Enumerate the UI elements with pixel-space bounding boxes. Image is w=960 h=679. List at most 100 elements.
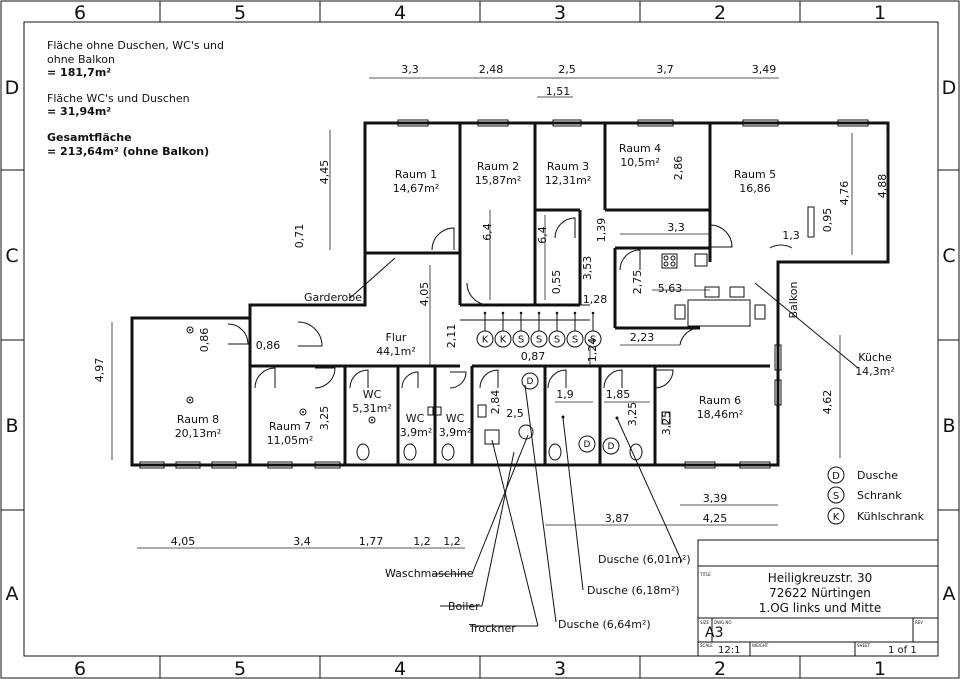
- weight-tag: WEIGHT: [752, 643, 769, 648]
- zone-col-top-3: 3: [554, 2, 566, 24]
- dim-1-3: 1,3: [782, 229, 800, 242]
- sheet-tag: SHEET: [857, 643, 871, 648]
- raum-1-name: Raum 1: [395, 168, 437, 181]
- sheet-value: 1 of 1: [888, 645, 917, 656]
- zone-row-right-a: A: [943, 583, 956, 605]
- legend-schrank-letter: S: [833, 491, 839, 502]
- callout-trockner: Trockner: [468, 622, 516, 635]
- callout-dusche-1: Dusche (6,01m²): [598, 553, 691, 566]
- dim-1-28: 1,28: [583, 293, 608, 306]
- dim-bottom-b-2: 4,25: [703, 512, 728, 525]
- raum-7-area: 11,05m²: [267, 434, 314, 447]
- dim-0-95: 0,95: [821, 208, 834, 233]
- legend-dusche-symbol: [827, 466, 845, 484]
- dim-0-86-a: 0,86: [198, 328, 211, 353]
- title-tag: TITLE: [699, 572, 711, 577]
- zone-col-bottom-1: 1: [874, 658, 886, 679]
- zone-col-top-2: 2: [714, 2, 726, 24]
- leader-lines: [349, 257, 859, 627]
- dim-1-39: 1,39: [595, 218, 608, 243]
- raum-7-name: Raum 7: [269, 420, 311, 433]
- shower-symbol-1: [521, 372, 539, 390]
- raum-5-area: 16,86: [739, 182, 771, 195]
- dim-top-5: 3,49: [752, 63, 777, 76]
- zone-row-right-b: B: [942, 415, 955, 437]
- zone-col-top-4: 4: [394, 2, 406, 24]
- raum-4-name: Raum 4: [619, 142, 661, 155]
- schrank-symbol: [584, 330, 602, 348]
- schrank-symbol: [548, 330, 566, 348]
- legend-kuehlschrank-symbol: [827, 507, 845, 525]
- walls: [130, 121, 890, 467]
- size-tag: SIZE: [700, 620, 709, 625]
- legend-kuehlschrank-label: Kühlschrank: [857, 510, 925, 523]
- sanitary-fixtures: [186, 326, 671, 461]
- schrank-symbol: [566, 330, 584, 348]
- dim-top-1: 3,3: [401, 63, 419, 76]
- legend-dusche-letter: D: [832, 471, 840, 482]
- shower-symbol-1-text: D: [527, 377, 534, 387]
- callout-dusche-2: Dusche (6,18m²): [587, 584, 680, 597]
- balkon-label: Balkon: [787, 281, 800, 318]
- wc-1-name: WC: [363, 388, 382, 401]
- summary-line-7: = 213,64m² (ohne Balkon): [47, 145, 209, 158]
- zone-col-top-1: 1: [874, 2, 886, 24]
- flur-name: Flur: [386, 331, 407, 344]
- legend: D Dusche S Schrank K Kühlschrank: [827, 466, 925, 525]
- dim-1-9: 1,9: [556, 388, 574, 401]
- dim-3-53: 3,53: [581, 256, 594, 281]
- dim-2-23: 2,23: [630, 331, 655, 344]
- wc-1-area: 5,31m²: [352, 402, 392, 415]
- raum-8-name: Raum 8: [177, 413, 219, 426]
- dim-6-4-b: 6,4: [536, 226, 549, 244]
- size-value: A3: [705, 625, 723, 641]
- dim-2-75: 2,75: [631, 270, 644, 295]
- legend-schrank-symbol: [827, 486, 845, 504]
- dim-4-97: 4,97: [93, 358, 106, 383]
- callout-waschmaschine: Waschmaschine: [385, 567, 474, 580]
- raum-6-name: Raum 6: [699, 394, 741, 407]
- dim-4-05: 4,05: [418, 282, 431, 307]
- summary-line-4: Fläche WC's und Duschen: [47, 92, 190, 105]
- dim-1-85: 1,85: [606, 388, 631, 401]
- zone-row-right-d: D: [942, 77, 957, 99]
- raum-5-name: Raum 5: [734, 168, 776, 181]
- zone-row-left-b: B: [5, 415, 18, 437]
- dim-2-5: 2,5: [506, 407, 524, 420]
- zone-col-bottom-2: 2: [714, 658, 726, 679]
- dim-2-11: 2,11: [445, 324, 458, 349]
- zone-row-left-c: C: [5, 245, 18, 267]
- dim-bottom-5: 1,2: [443, 535, 461, 548]
- dim-4-45: 4,45: [318, 160, 331, 185]
- raum-3-name: Raum 3: [547, 160, 589, 173]
- rev-tag: REV: [915, 620, 923, 625]
- summary-line-1: Fläche ohne Duschen, WC's und: [47, 39, 224, 52]
- wc-3-name: WC: [446, 412, 465, 425]
- wc-3-area: 3,9m²: [439, 426, 472, 439]
- zone-col-bottom-4: 4: [394, 658, 406, 679]
- callout-boiler: Boiler: [448, 600, 480, 613]
- raum-6-area: 18,46m²: [697, 408, 744, 421]
- dim-0-71: 0,71: [293, 224, 306, 249]
- dim-5-63: 5,63: [658, 282, 683, 295]
- dim-top-4: 3,7: [656, 63, 674, 76]
- dim-0-55: 0,55: [550, 270, 563, 295]
- cabinet-letter: S: [536, 335, 542, 346]
- kitchen-fixtures: [661, 253, 766, 327]
- shower-symbol-3-text: D: [608, 442, 615, 452]
- dim-top-sub: 1,51: [546, 85, 571, 98]
- raum-4-area: 10,5m²: [620, 156, 660, 169]
- wc-2-name: WC: [406, 412, 425, 425]
- dim-4-88: 4,88: [876, 174, 889, 199]
- shower-symbol-3: [602, 437, 620, 455]
- kuehlschrank-symbol: [476, 330, 494, 348]
- summary-line-2: ohne Balkon: [47, 53, 115, 66]
- dim-0-86-b: 0,86: [256, 339, 281, 352]
- dim-top-3: 2,5: [558, 63, 576, 76]
- dimension-lines: [111, 77, 888, 549]
- dim-bottom-3: 1,77: [359, 535, 384, 548]
- title-block: TITLE Heiligkreuzstr. 30 72622 Nürtingen…: [697, 539, 939, 657]
- kuehlschrank-symbol: [494, 330, 512, 348]
- dim-top-2: 2,48: [479, 63, 504, 76]
